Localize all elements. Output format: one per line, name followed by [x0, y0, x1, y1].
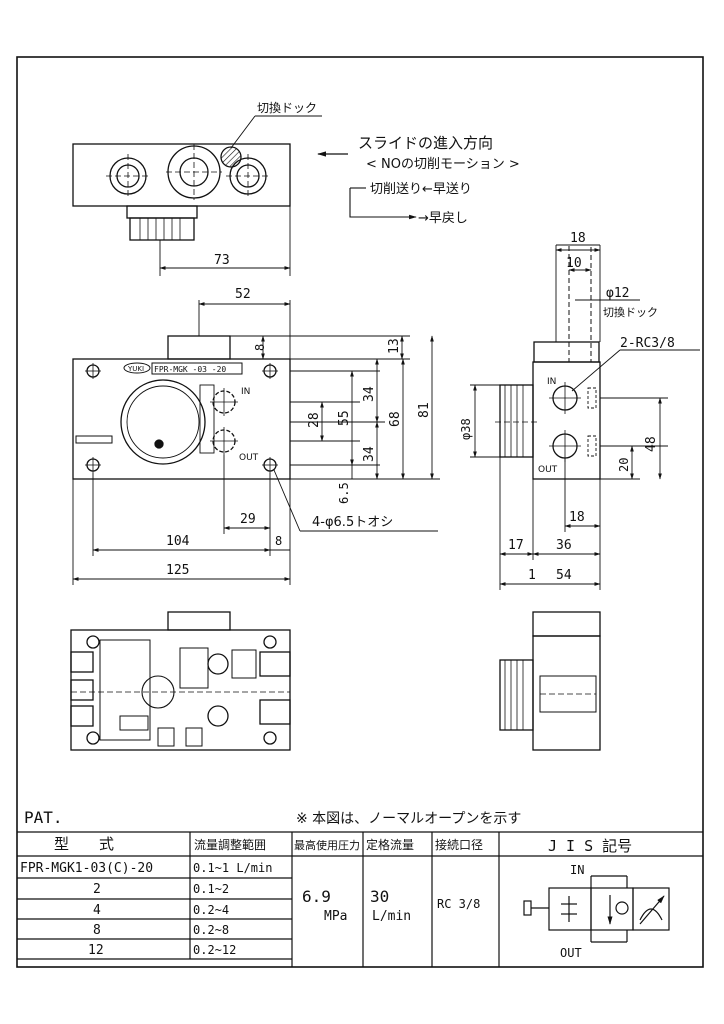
row-range: 0.1~1 L/min — [193, 861, 272, 875]
cut-feed-text: 切削送り←早送り — [370, 182, 472, 197]
mounting-holes — [85, 363, 278, 473]
top-knurl-knob — [129, 217, 195, 241]
dim-6-5: 6.5 — [337, 482, 351, 504]
top-dog-label: 切換ドック — [257, 101, 317, 115]
side-view — [470, 244, 700, 590]
front-top-boss — [167, 335, 231, 360]
side-port-out-label: OUT — [538, 465, 558, 475]
holes-note: 4-φ6.5トオシ — [312, 515, 393, 530]
row-range: 0.1~2 — [193, 882, 229, 896]
row-model: 8 — [93, 923, 101, 938]
slide-direction-note: スライドの進入方向 < NOの切削モーション > 切削送り←早送り →早戻し — [317, 134, 520, 226]
port-value: RC 3/8 — [437, 897, 480, 911]
dim-54: 54 — [556, 568, 572, 583]
side-port-in-label: IN — [547, 377, 556, 387]
row-model: 12 — [88, 943, 104, 958]
jis-out-label: OUT — [560, 946, 582, 960]
dim-36: 36 — [556, 538, 572, 553]
rapid-return-text: →早戻し — [418, 211, 468, 226]
flow-value: 30 — [370, 887, 389, 906]
side-view-body — [532, 361, 601, 480]
slide-direction-text: スライドの進入方向 — [358, 134, 493, 152]
front-port-out-label: OUT — [239, 453, 259, 463]
dim-18-top: 18 — [570, 231, 586, 246]
row-range: 0.2~8 — [193, 923, 229, 937]
dim-52: 52 — [235, 287, 251, 302]
motion-text: < NOの切削モーション > — [366, 157, 520, 172]
dim-73: 73 — [214, 253, 230, 268]
brand-logo: YUKI — [127, 365, 144, 373]
jis-valve-center — [590, 887, 634, 931]
jis-valve-right — [632, 887, 670, 931]
header-jis: J I S 記号 — [548, 837, 632, 855]
side-knob — [499, 384, 534, 458]
dim-8-top: 8 — [253, 344, 267, 351]
jis-symbol — [523, 875, 670, 943]
nameplate-text: FPR-MGK -03 -20 — [154, 365, 226, 374]
top-view — [72, 115, 322, 276]
dim-34-upper: 34 — [362, 386, 377, 402]
dim-18-bottom: 18 — [569, 510, 585, 525]
dim-34-lower: 34 — [362, 446, 377, 462]
ports-note: 2-RC3/8 — [620, 336, 675, 351]
jis-valve-left — [548, 887, 592, 931]
dim-29: 29 — [240, 512, 256, 527]
dim-55: 55 — [337, 410, 352, 426]
top-dog-hatch — [220, 146, 242, 168]
flow-unit: L/min — [372, 909, 411, 924]
outer-frame — [16, 56, 704, 968]
front-view — [72, 300, 440, 585]
dim-8-bottom: 8 — [275, 534, 282, 548]
header-model: 型 式 — [54, 835, 114, 853]
dim-48: 48 — [644, 436, 659, 452]
jis-in-label: IN — [570, 863, 584, 877]
header-port-size: 接続口径 — [435, 837, 483, 852]
header-flow-range: 流量調整範囲 — [194, 837, 266, 852]
dim-104: 104 — [166, 534, 190, 549]
dim-28: 28 — [307, 412, 322, 428]
dim-13: 13 — [387, 338, 402, 354]
row-range: 0.2~4 — [193, 903, 229, 917]
section-side-view — [499, 611, 601, 751]
dim-68: 68 — [388, 411, 403, 427]
dim-phi38: φ38 — [459, 418, 473, 440]
row-model: 2 — [93, 882, 101, 897]
side-dog-label: 切換ドック — [603, 306, 658, 319]
pressure-unit: MPa — [324, 909, 347, 924]
dim-phi12: φ12 — [606, 286, 629, 301]
side-top-cap — [533, 341, 600, 363]
section-view — [70, 611, 291, 751]
row-model: 4 — [93, 903, 101, 918]
top-view-body — [72, 143, 291, 207]
pat-label: PAT. — [24, 808, 63, 827]
row-range: 0.2~12 — [193, 943, 236, 957]
dim-20: 20 — [617, 458, 631, 472]
jis-check-ball — [615, 901, 629, 915]
normal-open-note: ※ 本図は、ノーマルオープンを示す — [296, 811, 521, 827]
dim-125: 125 — [166, 563, 189, 578]
spec-table — [17, 831, 703, 967]
section-side-body — [532, 635, 601, 751]
front-port-in-label: IN — [241, 387, 250, 397]
header-rated-flow: 定格流量 — [366, 837, 414, 852]
front-main-dial — [120, 379, 206, 465]
row-model: FPR-MGK1-03(C)-20 — [20, 861, 153, 876]
header-max-pressure: 最高使用圧力 — [294, 838, 360, 852]
dim-1: 1 — [528, 568, 536, 583]
pressure-value: 6.9 — [302, 887, 331, 906]
dim-17: 17 — [508, 538, 524, 553]
dim-81: 81 — [417, 402, 432, 418]
dim-10: 10 — [566, 256, 582, 271]
